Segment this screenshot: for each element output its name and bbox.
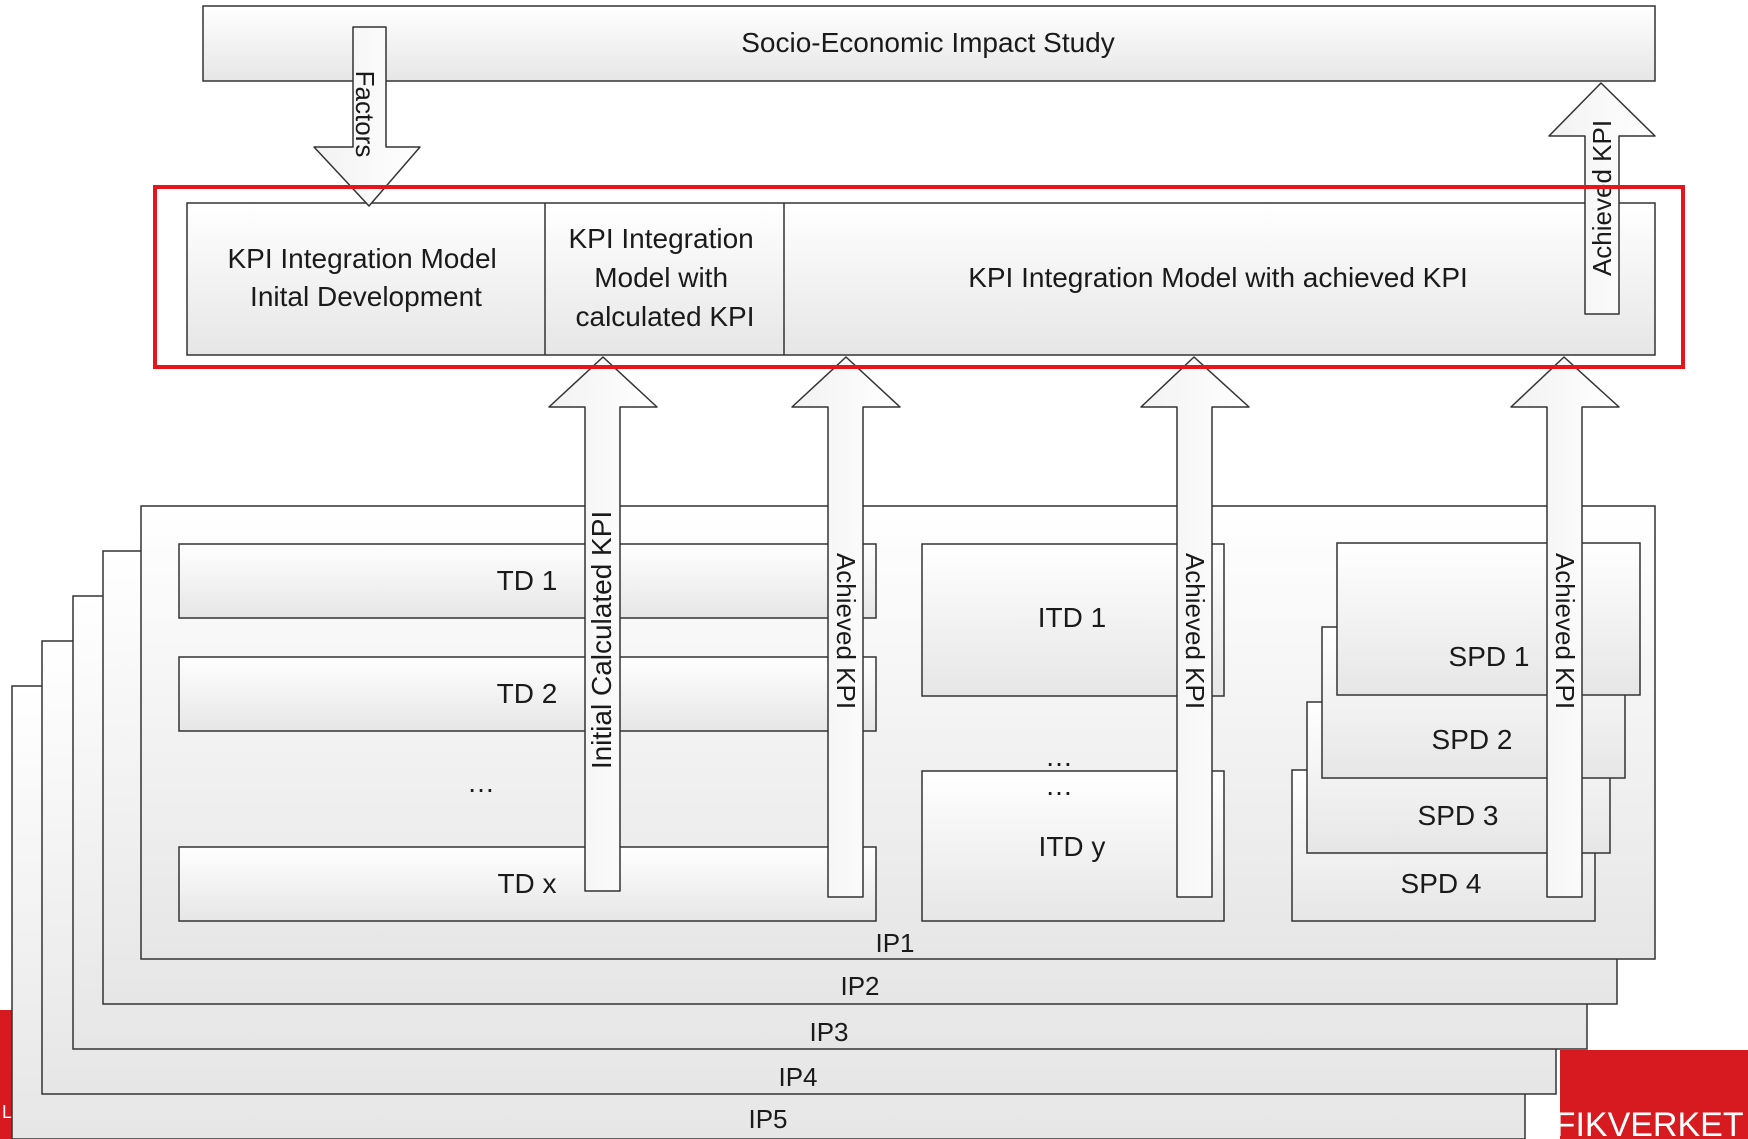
model-cell-calculated-line1: KPI Integration xyxy=(568,223,753,254)
model-cell-calculated: KPI Integration Model with calculated KP… xyxy=(568,223,761,332)
tdx-label: TD x xyxy=(497,868,556,899)
achieved-kpi-arrow-1: Achieved KPI xyxy=(791,356,901,898)
itdy-label: ITD y xyxy=(1039,831,1106,862)
socio-economic-box: Socio-Economic Impact Study xyxy=(202,5,1656,82)
td1-label: TD 1 xyxy=(497,565,558,596)
model-cell-calculated-line2: Model with xyxy=(594,262,728,293)
achieved-kpi-arrow-3: Achieved KPI xyxy=(1510,356,1620,898)
initial-calculated-kpi-label: Initial Calculated KPI xyxy=(586,511,617,769)
spd1-label: SPD 1 xyxy=(1449,641,1530,672)
td1-box: TD 1 xyxy=(178,543,877,619)
itd-ellipsis-2: … xyxy=(1045,770,1073,801)
ip3-label: IP3 xyxy=(809,1017,848,1047)
brand-block-right xyxy=(1560,1050,1748,1139)
itd1-label: ITD 1 xyxy=(1038,602,1106,633)
spd3-label: SPD 3 xyxy=(1418,800,1499,831)
factors-arrow: Factors xyxy=(313,26,421,207)
itdy-box: … ITD y xyxy=(921,770,1225,922)
model-row: KPI Integration Model Inital Development… xyxy=(186,202,1656,356)
socio-economic-title: Socio-Economic Impact Study xyxy=(741,27,1115,58)
ip1-label: IP1 xyxy=(875,928,914,958)
itd1-box: ITD 1 xyxy=(921,543,1225,697)
model-cell-achieved: KPI Integration Model with achieved KPI xyxy=(968,262,1468,293)
tdx-box: TD x xyxy=(178,846,877,922)
model-cell-initial-line2: Inital Development xyxy=(250,281,482,312)
td2-box: TD 2 xyxy=(178,656,877,732)
itd-ellipsis-1: … xyxy=(1045,741,1073,772)
ip2-label: IP2 xyxy=(840,971,879,1001)
achieved-kpi-top-arrow-label: Achieved KPI xyxy=(1587,120,1617,276)
achieved-kpi-arrow-1-label: Achieved KPI xyxy=(831,553,861,709)
model-cell-initial: KPI Integration Model Inital Development xyxy=(227,243,504,312)
brand-right-text: AFIKVERKET xyxy=(1532,1106,1744,1139)
model-cell-initial-line1: KPI Integration Model xyxy=(227,243,496,274)
factors-arrow-label: Factors xyxy=(350,71,380,158)
td2-label: TD 2 xyxy=(497,678,558,709)
achieved-kpi-arrow-3-label: Achieved KPI xyxy=(1550,553,1580,709)
brand-left-text: L xyxy=(2,1102,12,1122)
ip4-label: IP4 xyxy=(778,1062,817,1092)
spd1-box: SPD 1 xyxy=(1336,542,1641,696)
achieved-kpi-top-arrow: Achieved KPI xyxy=(1548,82,1656,315)
initial-calculated-kpi-arrow: Initial Calculated KPI xyxy=(548,356,658,892)
spd2-label: SPD 2 xyxy=(1432,724,1513,755)
achieved-kpi-arrow-2: Achieved KPI xyxy=(1140,356,1250,898)
highlight-frame xyxy=(153,185,1685,369)
spd4-label: SPD 4 xyxy=(1401,868,1482,899)
achieved-kpi-arrow-2-label: Achieved KPI xyxy=(1180,553,1210,709)
ip5-label: IP5 xyxy=(748,1104,787,1134)
model-cell-calculated-line3: calculated KPI xyxy=(576,301,755,332)
td-ellipsis: … xyxy=(467,767,495,798)
